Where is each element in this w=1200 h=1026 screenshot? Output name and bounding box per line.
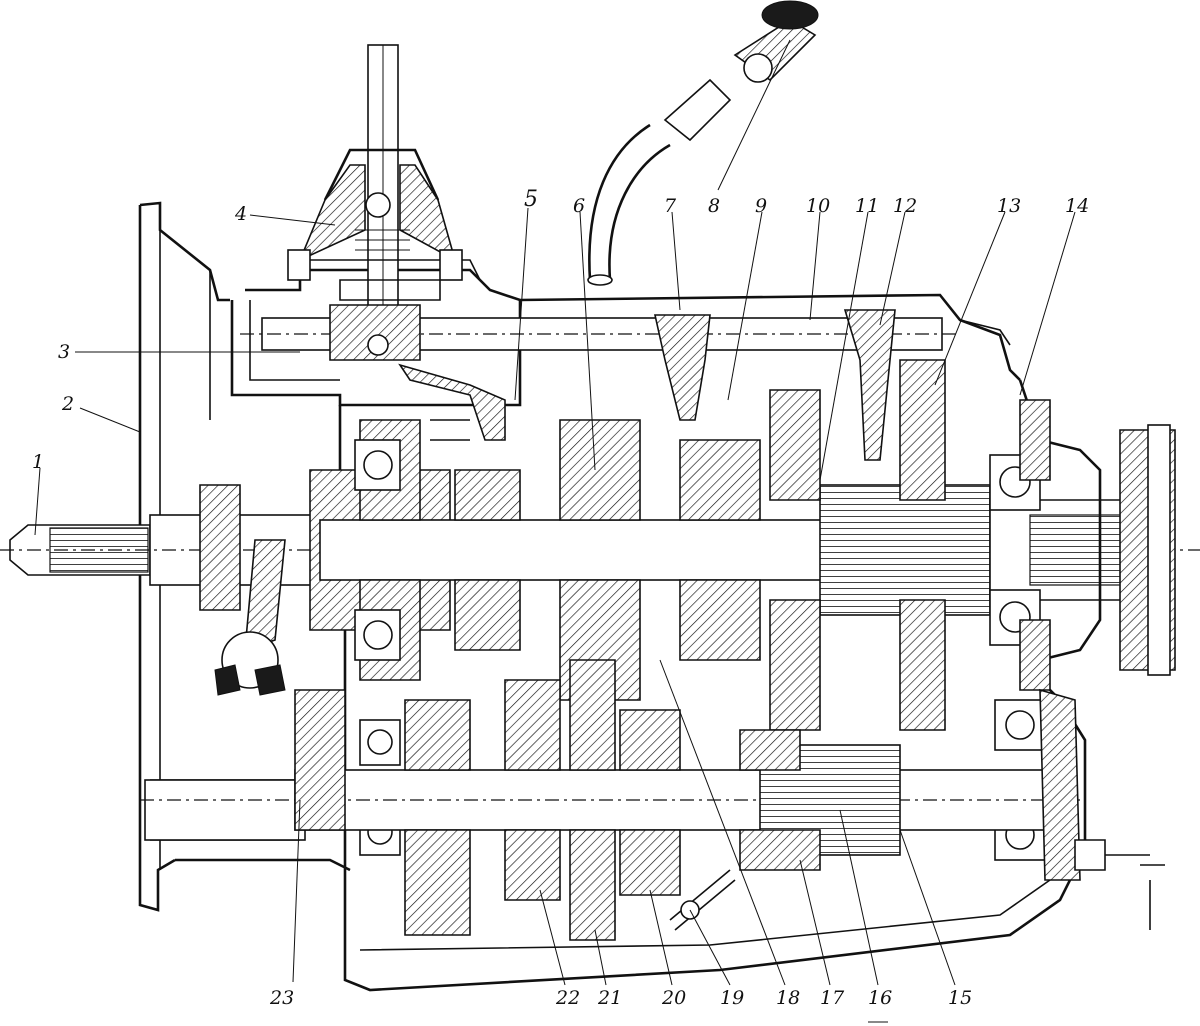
callout-15: 15 (948, 987, 972, 1009)
release-fork (214, 539, 286, 696)
callout-1: 1 (32, 451, 44, 473)
callout-17: 17 (820, 987, 845, 1009)
callout-13: 13 (997, 195, 1021, 217)
callout-4: 4 (234, 203, 247, 225)
callout-9: 9 (755, 195, 767, 217)
callout-11: 11 (855, 195, 879, 217)
callout-16: 16 (868, 987, 892, 1009)
rear-cover (1018, 379, 1102, 881)
callout-14: 14 (1065, 195, 1089, 217)
callout-3: 3 (58, 341, 70, 363)
leader-lines (34, 39, 1076, 986)
callout-6: 6 (573, 195, 585, 217)
callout-2: 2 (61, 393, 74, 415)
callout-19: 19 (720, 987, 744, 1009)
bell-housing (138, 201, 351, 912)
callout-5: 5 (524, 187, 538, 212)
callout-22: 22 (555, 987, 580, 1009)
callout-labels: 1 2 3 4 5 6 7 8 9 10 11 12 13 14 15 16 1… (32, 187, 1089, 1023)
speedometer-drive (587, 0, 819, 286)
callout-10: 10 (806, 195, 830, 217)
callout-21: 21 (597, 987, 622, 1009)
countershaft (140, 659, 1080, 941)
callout-20: 20 (661, 987, 686, 1009)
callout-7: 7 (664, 195, 677, 217)
callout-12: 12 (893, 195, 917, 217)
callout-18: 18 (776, 987, 800, 1009)
callout-23: 23 (269, 987, 294, 1009)
drain-plug-right (1074, 839, 1165, 930)
shift-rails (240, 304, 960, 461)
shift-tower (287, 44, 481, 316)
callout-8: 8 (708, 195, 720, 217)
main-shaft (319, 424, 1176, 676)
